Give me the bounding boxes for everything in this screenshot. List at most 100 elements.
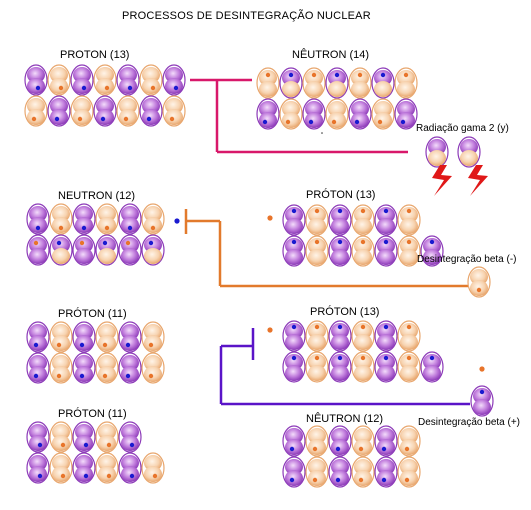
nucleon — [305, 320, 329, 352]
nucleon — [49, 321, 73, 353]
page-title: PROCESSOS DE DESINTEGRAÇÃO NUCLEAR — [122, 9, 371, 22]
nucleon — [279, 67, 303, 99]
nucleon — [420, 235, 444, 267]
nucleon — [279, 98, 303, 130]
nucleon — [141, 352, 165, 384]
nucleon — [139, 64, 163, 96]
label-proton-13c: PRÓTON (13) — [310, 305, 379, 318]
nucleon — [457, 136, 481, 168]
nucleon — [141, 203, 165, 235]
nucleon — [305, 351, 329, 383]
nucleon — [328, 320, 352, 352]
nucleon — [49, 452, 73, 484]
nucleon — [374, 351, 398, 383]
label-neutron-14: NÊUTRON (14) — [292, 48, 369, 61]
nucleon — [374, 204, 398, 236]
nucleon — [374, 456, 398, 488]
label-beta-plus: Desintegração beta (+) — [418, 417, 520, 428]
beta-minus-connector — [184, 209, 468, 288]
nucleon — [420, 351, 444, 383]
nucleon — [305, 235, 329, 267]
nucleon — [95, 452, 119, 484]
nucleon — [162, 64, 186, 96]
label-proton-11a: PRÓTON (11) — [58, 307, 127, 320]
nucleon — [371, 67, 395, 99]
lightning-icon — [432, 165, 452, 196]
nucleon — [118, 352, 142, 384]
nucleon — [328, 235, 352, 267]
nucleon — [47, 95, 71, 127]
nucleon — [397, 204, 421, 236]
nucleon — [26, 321, 50, 353]
nucleon — [118, 452, 142, 484]
nucleon — [305, 204, 329, 236]
nucleon — [351, 351, 375, 383]
nucleon — [374, 320, 398, 352]
emission-layer — [174, 132, 494, 417]
nucleon — [93, 64, 117, 96]
positron-dot — [479, 366, 485, 372]
nucleon — [72, 421, 96, 453]
nucleon — [397, 351, 421, 383]
nucleon — [70, 64, 94, 96]
nucleon — [348, 67, 372, 99]
nucleon — [282, 425, 306, 457]
nucleon — [397, 320, 421, 352]
nucleon — [26, 352, 50, 384]
label-proton-11b: PRÓTON (11) — [58, 407, 127, 420]
nucleon — [49, 421, 73, 453]
nucleon — [328, 204, 352, 236]
nucleon — [467, 266, 491, 298]
nucleon — [49, 352, 73, 384]
nucleon — [70, 95, 94, 127]
nucleon — [95, 352, 119, 384]
nucleon — [305, 456, 329, 488]
nucleon — [116, 95, 140, 127]
nucleon — [282, 351, 306, 383]
nucleon — [374, 235, 398, 267]
emitted-dot — [267, 327, 273, 333]
nucleon — [371, 98, 395, 130]
speck — [321, 132, 323, 134]
nucleon — [470, 385, 494, 417]
nucleon — [116, 64, 140, 96]
nucleon — [49, 203, 73, 235]
nucleon — [72, 452, 96, 484]
nucleon — [374, 425, 398, 457]
nucleon — [328, 351, 352, 383]
nucleon — [139, 95, 163, 127]
nucleon — [47, 64, 71, 96]
nucleon — [141, 321, 165, 353]
nucleon — [118, 421, 142, 453]
label-proton-13b: PRÓTON (13) — [306, 188, 375, 201]
nucleon — [302, 98, 326, 130]
nucleon — [95, 321, 119, 353]
emitted-dot — [267, 215, 273, 221]
nuclei-layer — [24, 64, 444, 488]
nucleon — [397, 425, 421, 457]
nucleon — [351, 320, 375, 352]
nucleon — [95, 203, 119, 235]
nucleon — [49, 234, 73, 266]
nucleon — [24, 64, 48, 96]
nucleon — [351, 456, 375, 488]
nucleon — [328, 456, 352, 488]
label-gamma: Radiação gama 2 (y) — [416, 123, 509, 134]
nucleon — [282, 235, 306, 267]
nucleon — [72, 234, 96, 266]
nucleon — [348, 98, 372, 130]
nucleon — [305, 425, 329, 457]
nucleon — [118, 321, 142, 353]
nucleon — [24, 95, 48, 127]
nucleon — [397, 235, 421, 267]
nucleon — [26, 421, 50, 453]
nucleon — [351, 235, 375, 267]
nucleon — [425, 136, 449, 168]
nucleon — [394, 67, 418, 99]
nucleon — [302, 67, 326, 99]
gamma-connector — [190, 78, 408, 154]
nucleon — [282, 456, 306, 488]
nucleon — [282, 320, 306, 352]
nucleon — [394, 98, 418, 130]
